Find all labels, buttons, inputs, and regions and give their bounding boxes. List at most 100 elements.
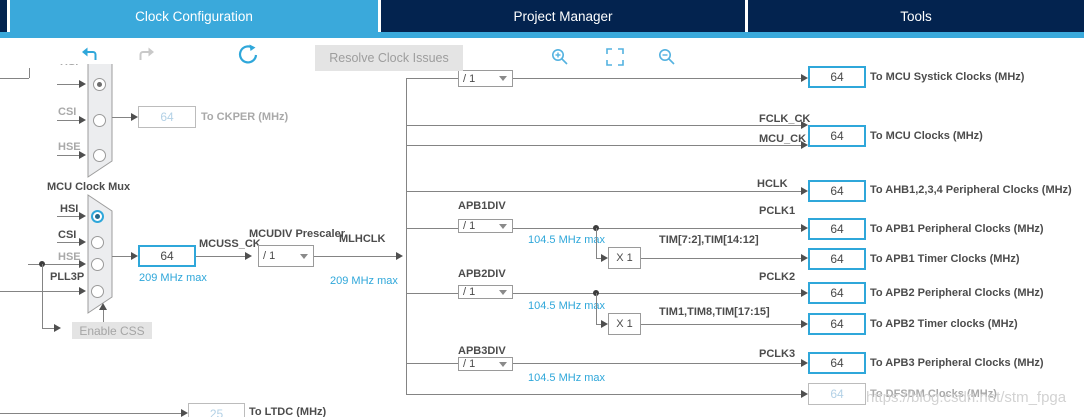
fclk-ck-label: FCLK_CK — [759, 113, 811, 125]
apb2-timer-multiplier[interactable]: X 1 — [608, 313, 641, 335]
mcu-mux-title: MCU Clock Mux — [47, 181, 131, 193]
apb2div-select[interactable]: / 1 — [458, 285, 513, 299]
mcu-mux-shape — [87, 194, 113, 314]
ckper-value-box[interactable]: 64 — [138, 106, 196, 128]
arrowhead — [801, 359, 808, 367]
mcu-input-hsi-label: HSI — [60, 203, 79, 215]
wire — [596, 228, 597, 258]
tab-clock-configuration[interactable]: Clock Configuration — [10, 0, 378, 32]
hclk-label: HCLK — [757, 178, 788, 190]
apb2-periph-output-label: To APB2 Peripheral Clocks (MHz) — [870, 287, 1044, 299]
arrowhead — [801, 224, 808, 232]
arrowhead — [801, 390, 808, 398]
apb3div-select[interactable]: / 1 — [458, 357, 513, 371]
mcu-radio-hse[interactable] — [91, 258, 104, 271]
apb1-timer-value-box[interactable]: 64 — [808, 248, 866, 270]
mcu-input-hse-label: HSE — [58, 251, 81, 263]
mcu-radio-csi[interactable] — [91, 236, 104, 249]
zoom-in-icon[interactable] — [550, 47, 570, 67]
mcu-ck-label: MCU_CK — [759, 133, 807, 145]
apb1-timer-output-label: To APB1 Timer Clocks (MHz) — [870, 253, 1020, 265]
wire — [406, 191, 801, 192]
arrowhead — [801, 121, 808, 129]
ahb-value-box[interactable]: 64 — [808, 180, 866, 202]
mcuss-ck-label: MCUSS_CK — [199, 238, 261, 250]
arrowhead — [131, 252, 138, 260]
apb3-periph-output-label: To APB3 Peripheral Clocks (MHz) — [870, 357, 1044, 369]
apb1-timer-multiplier[interactable]: X 1 — [608, 247, 641, 269]
chevron-down-icon — [499, 76, 507, 81]
systick-output-label: To MCU Systick Clocks (MHz) — [870, 71, 1025, 83]
tab-project-manager[interactable]: Project Manager — [381, 0, 745, 32]
wire — [513, 228, 801, 229]
apb1-tim-label: TIM[7:2],TIM[14:12] — [659, 234, 759, 246]
ltdc-value-box[interactable]: 25 — [188, 403, 245, 417]
wire — [406, 78, 458, 79]
arrowhead — [79, 260, 86, 268]
ckper-output-label: To CKPER (MHz) — [201, 111, 289, 123]
systick-div-select[interactable]: / 1 — [458, 70, 513, 87]
tab-tools[interactable]: Tools — [748, 0, 1084, 32]
ckper-radio-hse[interactable] — [93, 149, 106, 162]
enable-css-button[interactable]: Enable CSS — [72, 322, 152, 339]
apb1-periph-value-box[interactable]: 64 — [808, 218, 866, 240]
arrowhead-up — [99, 303, 107, 310]
wire — [0, 413, 181, 414]
apb1-periph-output-label: To APB1 Peripheral Clocks (MHz) — [870, 223, 1044, 235]
apb3-periph-value-box[interactable]: 64 — [808, 352, 866, 374]
mcu-clocks-value-box[interactable]: 64 — [808, 125, 866, 147]
chevron-down-icon — [300, 253, 308, 259]
ckper-radio-hsi[interactable] — [93, 78, 106, 91]
systick-value-box[interactable]: 64 — [808, 66, 866, 88]
wire — [42, 264, 43, 328]
arrowhead — [801, 187, 808, 195]
apb2-max-label: 104.5 MHz max — [528, 300, 606, 312]
wire — [57, 242, 80, 243]
arrowhead — [181, 409, 188, 417]
tab-label: Tools — [900, 8, 932, 24]
apb1div-select[interactable]: / 1 — [458, 219, 513, 233]
wire — [29, 68, 30, 78]
arrowhead — [79, 116, 86, 124]
wire — [103, 310, 104, 322]
wire — [596, 324, 602, 325]
resolve-clock-issues-button[interactable]: Resolve Clock Issues — [315, 45, 463, 71]
wire — [0, 291, 79, 292]
tab-separator — [378, 0, 381, 32]
mcuss-value-box[interactable]: 64 — [138, 245, 196, 267]
mcudiv-prescaler-select[interactable]: / 1 — [258, 245, 314, 267]
mcu-radio-hsi[interactable] — [91, 210, 104, 223]
zoom-out-icon[interactable] — [657, 47, 677, 67]
wire — [196, 256, 245, 257]
mcuss-max-label: 209 MHz max — [139, 272, 207, 284]
wire-trunk — [406, 78, 407, 395]
wire — [596, 258, 602, 259]
wire — [57, 155, 80, 156]
mlhclk-max-label: 209 MHz max — [330, 275, 398, 287]
wire — [28, 264, 80, 265]
ahb-output-label: To AHB1,2,3,4 Peripheral Clocks (MHz) — [870, 184, 1072, 196]
tab-label: Clock Configuration — [135, 8, 253, 24]
apb1-max-label: 104.5 MHz max — [528, 234, 606, 246]
tab-separator — [7, 0, 10, 32]
mcu-radio-pll3p[interactable] — [91, 285, 104, 298]
fit-screen-icon[interactable] — [605, 47, 625, 67]
apb1div-value: / 1 — [463, 220, 476, 232]
refresh-icon[interactable] — [237, 44, 259, 66]
wire — [513, 363, 801, 364]
dfsdm-value-box[interactable]: 64 — [808, 383, 866, 405]
wire — [406, 394, 801, 395]
undo-icon[interactable] — [79, 46, 99, 66]
mcu-input-csi-label: CSI — [58, 229, 77, 241]
apb2-timer-value-box[interactable]: 64 — [808, 313, 866, 335]
ckper-radio-csi[interactable] — [93, 114, 106, 127]
pclk1-label: PCLK1 — [759, 205, 796, 217]
arrowhead — [79, 212, 86, 220]
chevron-down-icon — [499, 223, 507, 229]
mcu-input-pll3p-label: PLL3P — [50, 271, 85, 283]
apb2-periph-value-box[interactable]: 64 — [808, 282, 866, 304]
redo-icon[interactable] — [137, 46, 157, 66]
mcu-clocks-output-label: To MCU Clocks (MHz) — [870, 130, 983, 142]
apb2div-title: APB2DIV — [458, 268, 506, 280]
